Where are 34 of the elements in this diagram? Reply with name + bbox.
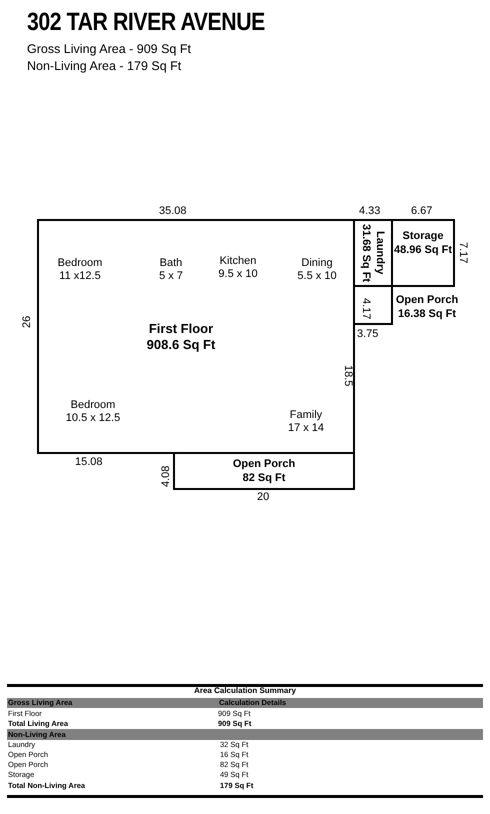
dimension-label: 4.08 (160, 466, 173, 487)
dimension-label: 6.67 (411, 205, 432, 218)
dimension-label: 18.5 (341, 365, 354, 386)
dimension-label: 26 (21, 316, 34, 328)
title: 302 TAR RIVER AVENUE (27, 8, 265, 37)
room-name: Storage (402, 229, 444, 243)
room-name: Open Porch (232, 457, 296, 471)
room-name: Laundry (373, 231, 387, 275)
area-label: 908.6 Sq Ft (146, 337, 216, 353)
floor-plan-room (391, 219, 455, 287)
porch-area (173, 452, 355, 490)
room-name: Open Porch (396, 293, 458, 307)
area-label: 31.68 Sq Ft (359, 224, 373, 282)
room-label: Kitchen 9.5 x 10 (217, 255, 259, 281)
dimension-label: 4.33 (359, 205, 380, 218)
subtitle: Gross Living Area - 909 Sq Ft (27, 42, 191, 57)
table-title: Area Calculation Summary (193, 686, 297, 696)
floor-plan-room (37, 219, 355, 454)
dimension-label: 35.08 (159, 205, 187, 218)
area-label: 16.38 Sq Ft (398, 307, 456, 321)
subtitle: Non-Living Area - 179 Sq Ft (27, 59, 182, 74)
room-label: Bedroom 10.5 x 12.5 (64, 399, 122, 425)
area-label: 82 Sq Ft (242, 471, 286, 485)
dimension-label: 4.17 (359, 298, 372, 320)
room-label: Bath 5 x 7 (158, 257, 184, 283)
room-label: Bedroom 11 x12.5 (56, 257, 104, 283)
room-label: Family 17 x 14 (286, 409, 326, 435)
dimension-label: 7.17 (456, 242, 469, 264)
area-label: 48.96 Sq Ft (394, 243, 452, 257)
dimension-label: 3.75 (357, 328, 378, 341)
room-name: First Floor (148, 321, 214, 337)
dimension-label: 20 (257, 491, 270, 504)
room-label: Dining 5.5 x 10 (296, 257, 338, 283)
dimension-label: 15.08 (75, 456, 103, 469)
